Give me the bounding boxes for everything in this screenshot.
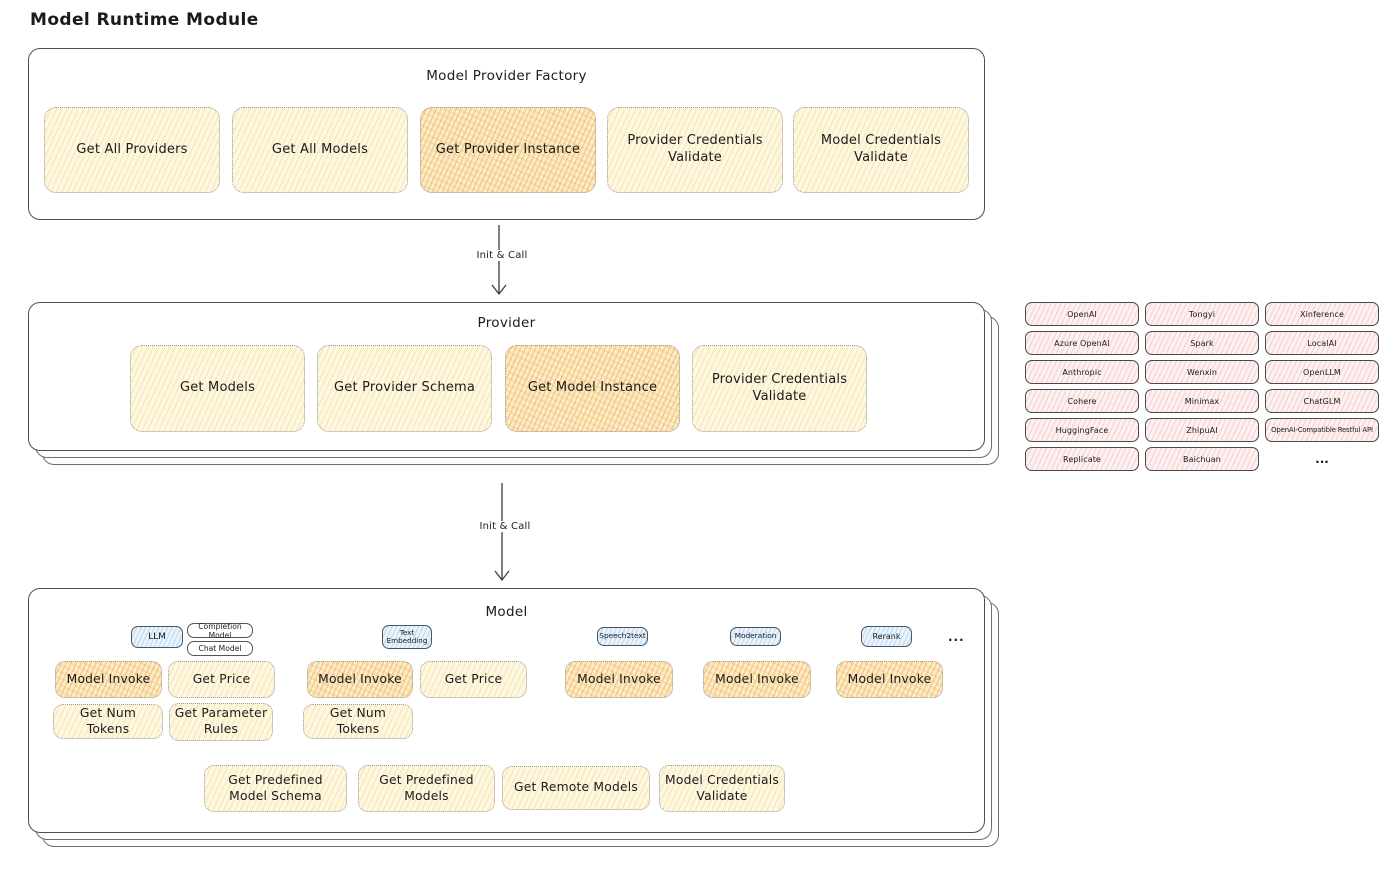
tag-rerank: Rerank: [861, 626, 912, 647]
node-get-price-llm: Get Price: [168, 661, 275, 698]
node-get-predefined-models: Get Predefined Models: [358, 765, 495, 812]
tag-speech2text: Speech2text: [597, 627, 648, 646]
node-model-invoke-text-embedding: Model Invoke: [307, 661, 413, 698]
factory-title: Model Provider Factory: [426, 68, 587, 84]
node-provider-credentials-validate: Provider Credentials Validate: [692, 345, 867, 432]
node-model-credentials-validate-factory: Model Credentials Validate: [793, 107, 969, 193]
provider-pill-localai: LocalAI: [1265, 331, 1379, 355]
tag-chat-model: Chat Model: [187, 641, 253, 656]
tag-llm: LLM: [131, 626, 183, 648]
provider-pill-spark: Spark: [1145, 331, 1259, 355]
node-model-invoke-moderation: Model Invoke: [703, 661, 811, 698]
provider-pill-replicate: Replicate: [1025, 447, 1139, 471]
node-get-provider-instance: Get Provider Instance: [420, 107, 596, 193]
provider-pill-tongyi: Tongyi: [1145, 302, 1259, 326]
provider-title: Provider: [477, 315, 536, 331]
arrow-label-init-call-2: Init & Call: [462, 521, 548, 532]
provider-pill-openllm: OpenLLM: [1265, 360, 1379, 384]
provider-list-ellipsis: ...: [1315, 452, 1329, 466]
provider-pill-minimax: Minimax: [1145, 389, 1259, 413]
provider-pill-zhipuai: ZhipuAI: [1145, 418, 1259, 442]
node-get-predefined-model-schema: Get Predefined Model Schema: [204, 765, 347, 812]
model-title: Model: [485, 604, 528, 620]
tag-moderation: Moderation: [730, 627, 781, 646]
node-get-all-providers: Get All Providers: [44, 107, 220, 193]
tag-completion-model: Completion Model: [187, 622, 253, 640]
node-get-num-tokens-text-embedding: Get Num Tokens: [303, 704, 413, 739]
node-get-parameter-rules: Get Parameter Rules: [169, 703, 273, 741]
provider-pill-openai: OpenAI: [1025, 302, 1139, 326]
node-get-model-instance: Get Model Instance: [505, 345, 680, 432]
page-title: Model Runtime Module: [30, 10, 259, 30]
provider-pill-huggingface: HuggingFace: [1025, 418, 1139, 442]
provider-pill-azure-openai: Azure OpenAI: [1025, 331, 1139, 355]
node-get-models: Get Models: [130, 345, 305, 432]
node-model-invoke-llm: Model Invoke: [55, 661, 162, 698]
node-get-num-tokens-llm: Get Num Tokens: [53, 704, 163, 739]
node-model-invoke-speech2text: Model Invoke: [565, 661, 673, 698]
provider-pill-baichuan: Baichuan: [1145, 447, 1259, 471]
node-provider-credentials-validate-factory: Provider Credentials Validate: [607, 107, 783, 193]
arrow-label-init-call-1: Init & Call: [459, 250, 545, 261]
provider-pill-wenxin: Wenxin: [1145, 360, 1259, 384]
node-get-all-models: Get All Models: [232, 107, 408, 193]
provider-pill-anthropic: Anthropic: [1025, 360, 1139, 384]
provider-pill-xinference: Xinference: [1265, 302, 1379, 326]
model-tags-ellipsis: ...: [948, 630, 965, 644]
provider-list: OpenAI Tongyi Xinference Azure OpenAI Sp…: [1025, 302, 1379, 471]
node-get-provider-schema: Get Provider Schema: [317, 345, 492, 432]
provider-pill-chatglm: ChatGLM: [1265, 389, 1379, 413]
node-model-credentials-validate: Model Credentials Validate: [659, 765, 785, 812]
node-model-invoke-rerank: Model Invoke: [836, 661, 943, 698]
provider-pill-openai-compatible: OpenAI-Compatible Restful API: [1265, 418, 1379, 442]
node-get-price-text-embedding: Get Price: [420, 661, 527, 698]
provider-pill-cohere: Cohere: [1025, 389, 1139, 413]
tag-text-embedding: Text Embedding: [382, 625, 432, 649]
node-get-remote-models: Get Remote Models: [502, 766, 650, 810]
arrow-provider-to-model: [494, 483, 510, 582]
